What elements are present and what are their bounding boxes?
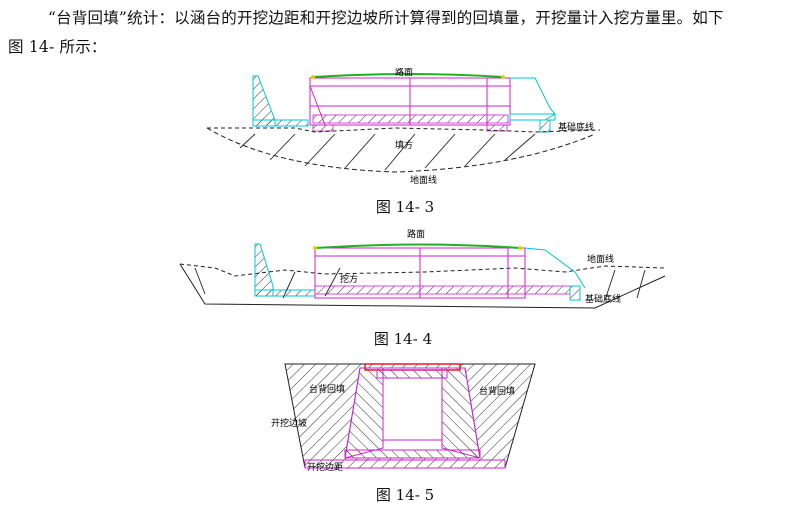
figure-14-3-caption: 图 14- 3 (375, 198, 435, 216)
fig5-backfill-right-label: 台背回填 (479, 385, 515, 397)
fig3-fill-label: 填方 (395, 139, 413, 151)
fig5-margin-label: 开挖边距 (307, 461, 343, 473)
fig3-base-label: 基础底线 (558, 121, 594, 133)
intro-paragraph: “台背回填”统计：以涵台的开挖边距和开挖边坡所计算得到的回填量，开挖量计入挖方量… (8, 4, 808, 62)
fig4-base-label: 基础底线 (585, 293, 621, 305)
figure-14-5-caption: 图 14- 5 (375, 486, 435, 504)
fig4-ground-label: 地面线 (587, 253, 614, 265)
intro-line-2: 图 14- 所示： (8, 38, 107, 56)
fig3-road-label: 路面 (395, 68, 413, 78)
figure-14-4: 路面 地面线 挖方 基础底线 (179, 228, 666, 309)
fig4-road-label: 路面 (407, 228, 425, 240)
figure-14-5: 台背回填 台背回填 开挖边坡 开挖边距 (271, 363, 536, 473)
fig5-slope-label: 开挖边坡 (271, 417, 307, 429)
intro-line-1: “台背回填”统计：以涵台的开挖边距和开挖边坡所计算得到的回填量，开挖量计入挖方量… (48, 9, 724, 27)
figure-14-3: 路面 基础底线 填方 地面线 (206, 68, 601, 186)
figure-14-4-caption: 图 14- 4 (373, 330, 433, 348)
fig5-backfill-left-label: 台背回填 (309, 383, 345, 395)
fig4-cut-label: 挖方 (340, 273, 358, 285)
fig3-ground-label: 地面线 (410, 174, 437, 186)
